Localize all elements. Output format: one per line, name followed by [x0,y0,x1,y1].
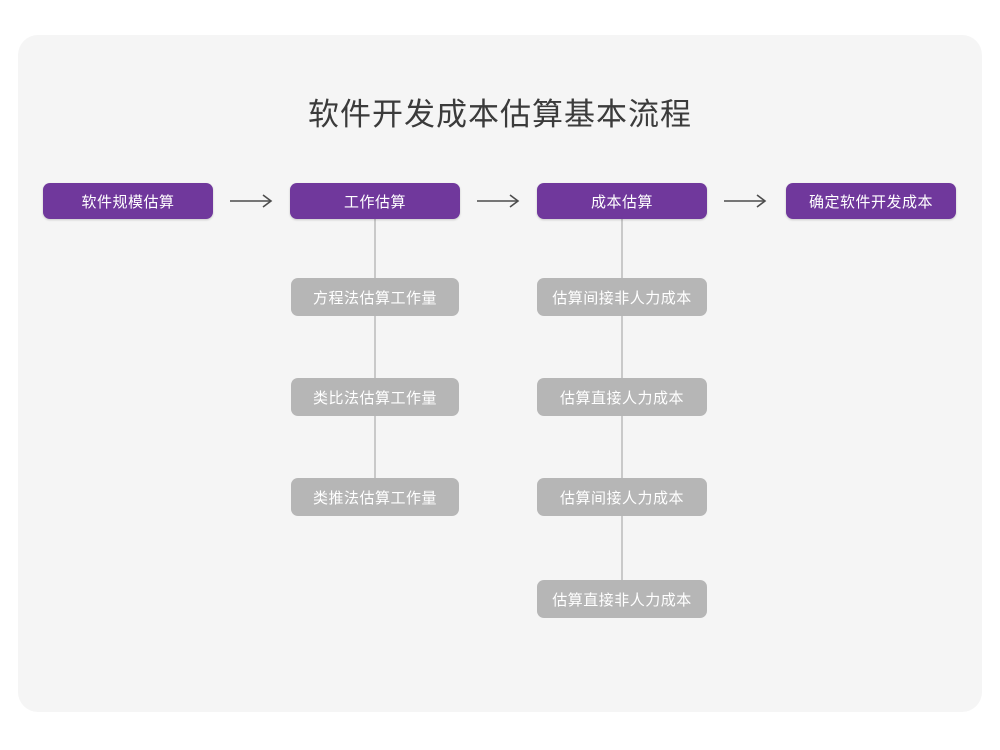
stage-node-cost-estimation[interactable]: 成本估算 [537,183,707,219]
substep-node-cost-indirect-nonlabor[interactable]: 估算间接非人力成本 [537,278,707,316]
connector-line-work [374,219,376,498]
substep-node-work-analogy-method[interactable]: 类比法估算工作量 [291,378,459,416]
substep-node-work-extrapolation-method[interactable]: 类推法估算工作量 [291,478,459,516]
substep-node-cost-indirect-labor[interactable]: 估算间接人力成本 [537,478,707,516]
diagram-card [18,35,982,712]
arrow-right-icon-3 [724,193,770,209]
page-title: 软件开发成本估算基本流程 [308,97,692,132]
stage-node-work-estimation[interactable]: 工作估算 [290,183,460,219]
substep-node-work-equation-method[interactable]: 方程法估算工作量 [291,278,459,316]
arrow-right-icon-1 [230,193,276,209]
stage-node-software-scale-estimation[interactable]: 软件规模估算 [43,183,213,219]
substep-node-cost-direct-labor[interactable]: 估算直接人力成本 [537,378,707,416]
substep-node-cost-direct-nonlabor[interactable]: 估算直接非人力成本 [537,580,707,618]
stage-node-determine-development-cost[interactable]: 确定软件开发成本 [786,183,956,219]
arrow-right-icon-2 [477,193,523,209]
